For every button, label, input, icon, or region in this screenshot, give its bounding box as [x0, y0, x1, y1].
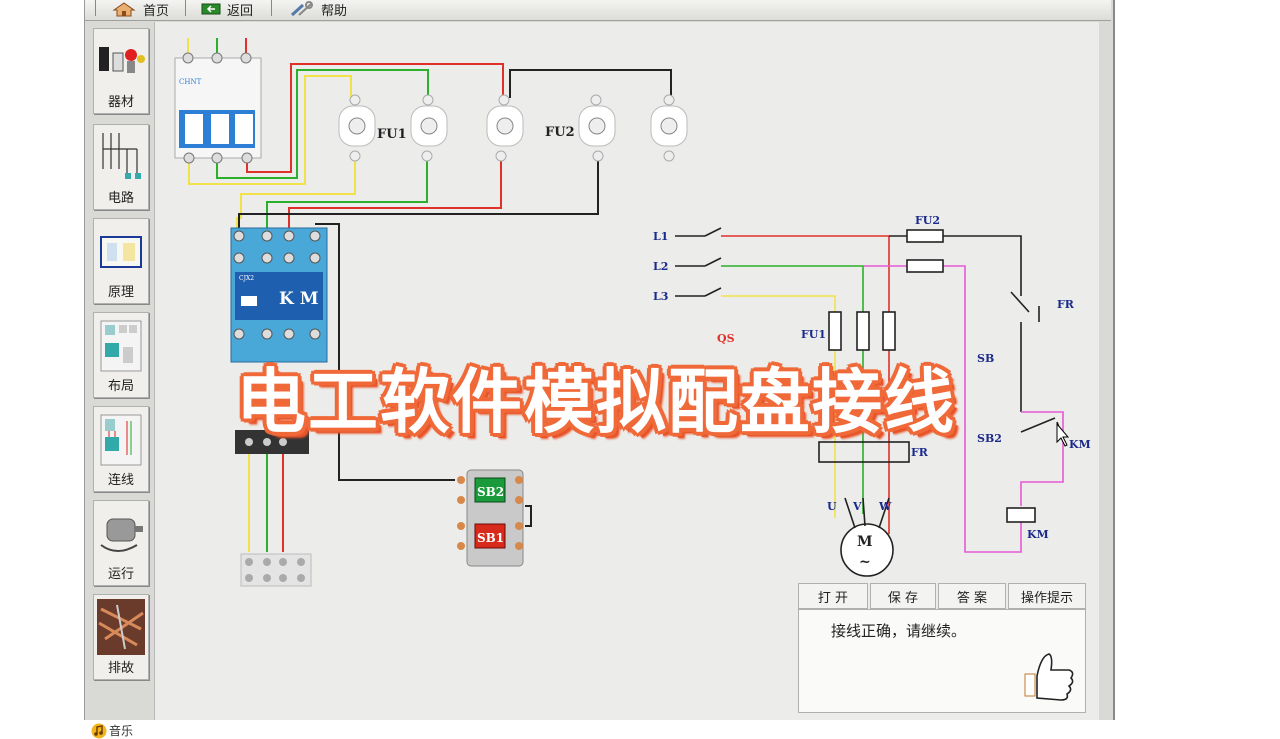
- sidebar-item-circuit[interactable]: 电路: [93, 124, 149, 210]
- help-button[interactable]: 帮助: [289, 0, 348, 19]
- sidebar-item-label: 布局: [107, 379, 134, 394]
- thumbs-up-icon: [1024, 653, 1074, 701]
- sb2-label: SB2: [477, 485, 504, 499]
- title-banner: 电工软件模拟配盘接线: [236, 361, 956, 443]
- equipment-icon: [99, 47, 145, 73]
- back-button[interactable]: 返回: [201, 0, 254, 19]
- terminal-block[interactable]: [240, 553, 312, 587]
- toolbar-separator: [95, 0, 96, 16]
- l2-label: L2: [653, 260, 668, 273]
- v-label: V: [852, 500, 862, 513]
- music-label: 音乐: [109, 724, 134, 738]
- wiring-canvas[interactable]: CHNT FU1 FU2 K M CJX2: [154, 22, 1099, 720]
- sidebar-item-label: 器材: [107, 95, 134, 110]
- breaker-brand: CHNT: [179, 78, 202, 86]
- back-label: 返回: [227, 3, 254, 19]
- toolbar-separator: [271, 0, 272, 16]
- sidebar-item-label: 连线: [107, 473, 134, 488]
- sidebar-item-run[interactable]: 运行: [93, 500, 149, 586]
- sidebar-item-label: 运行: [107, 567, 134, 582]
- music-toggle[interactable]: 音乐: [91, 722, 133, 739]
- troubleshoot-icon: [97, 599, 145, 655]
- tab-save[interactable]: 保 存: [870, 583, 936, 609]
- sidebar-item-layout[interactable]: 布局: [93, 312, 149, 398]
- schematic-diagram: [675, 227, 1064, 577]
- km-label: K M: [279, 289, 319, 309]
- fuse-3: [486, 94, 524, 162]
- circuit-icon: [102, 133, 141, 179]
- help-tools-icon: [290, 1, 313, 17]
- layout-icon: [100, 320, 142, 372]
- fuse-5: [650, 94, 688, 162]
- home-icon: [112, 2, 136, 17]
- home-label: 首页: [143, 3, 170, 19]
- sidebar: 器材 电路 原理 布局 连线 运行 排故 音乐: [89, 22, 151, 738]
- contactor-km[interactable]: K M CJX2: [230, 227, 328, 363]
- schematic-fu2-label: FU2: [915, 214, 940, 227]
- l1-label: L1: [653, 230, 668, 243]
- motor-run-icon: [100, 518, 143, 552]
- fuse-4: [578, 94, 616, 162]
- l3-label: L3: [653, 290, 668, 303]
- button-box[interactable]: SB2 SB1: [457, 469, 524, 567]
- back-arrow-icon: [201, 3, 221, 15]
- tab-answer[interactable]: 答 案: [938, 583, 1006, 609]
- tab-tips[interactable]: 操作提示: [1008, 583, 1086, 609]
- schematic-fu1-label: FU1: [801, 328, 826, 341]
- home-button[interactable]: 首页: [111, 0, 170, 19]
- sidebar-item-equipment[interactable]: 器材: [93, 28, 149, 114]
- sidebar-item-label: 原理: [107, 285, 134, 300]
- fuse-1: [338, 94, 376, 162]
- contactor-brand: CJX2: [239, 275, 254, 282]
- hint-message: 接线正确，请继续。: [831, 622, 967, 640]
- wiring-icon: [100, 414, 142, 466]
- u-label: U: [827, 500, 837, 513]
- toolbar: 首页 返回 帮助: [85, 0, 1111, 21]
- thermal-relay[interactable]: [235, 430, 309, 454]
- wiring-diagram: CHNT FU1 FU2 K M CJX2: [174, 38, 1091, 587]
- sb2-schematic-label: SB2: [977, 432, 1002, 445]
- help-label: 帮助: [321, 3, 348, 19]
- hint-panel: 打 开 保 存 答 案 操作提示 接线正确，请继续。: [798, 583, 1086, 713]
- fr-relay-label: FR: [911, 446, 929, 459]
- motor-label: M: [857, 534, 873, 550]
- fu1-label: FU1: [377, 127, 407, 142]
- sidebar-item-wiring[interactable]: 连线: [93, 406, 149, 492]
- sidebar-item-label: 电路: [107, 191, 134, 206]
- mouse-cursor-icon: [1056, 422, 1070, 447]
- circuit-breaker[interactable]: CHNT: [174, 52, 262, 164]
- sidebar-item-troubleshoot[interactable]: 排故: [93, 594, 149, 680]
- fuse-holders[interactable]: FU1 FU2: [338, 94, 688, 162]
- sb-label: SB: [977, 352, 994, 365]
- schematic-labels: L1 L2 L3 QS FU1 FU2 FR FR KM KM SB SB2 U…: [653, 214, 1091, 570]
- fuse-2: [410, 94, 448, 162]
- principle-icon: [100, 236, 142, 268]
- fr-contact-label: FR: [1057, 298, 1075, 311]
- km-coil-label: KM: [1027, 528, 1049, 541]
- sidebar-item-label: 排故: [107, 661, 134, 676]
- sb1-label: SB1: [477, 531, 504, 545]
- km-contact-label: KM: [1069, 438, 1091, 451]
- fu2-label: FU2: [545, 125, 575, 140]
- hint-message-box: 接线正确，请继续。: [798, 609, 1086, 713]
- toolbar-separator: [185, 0, 186, 16]
- sidebar-item-principle[interactable]: 原理: [93, 218, 149, 304]
- motor-ac-symbol: ~: [859, 554, 871, 570]
- qs-label: QS: [717, 332, 735, 345]
- w-label: W: [878, 500, 892, 513]
- tab-open[interactable]: 打 开: [798, 583, 868, 609]
- music-note-icon: [91, 723, 107, 738]
